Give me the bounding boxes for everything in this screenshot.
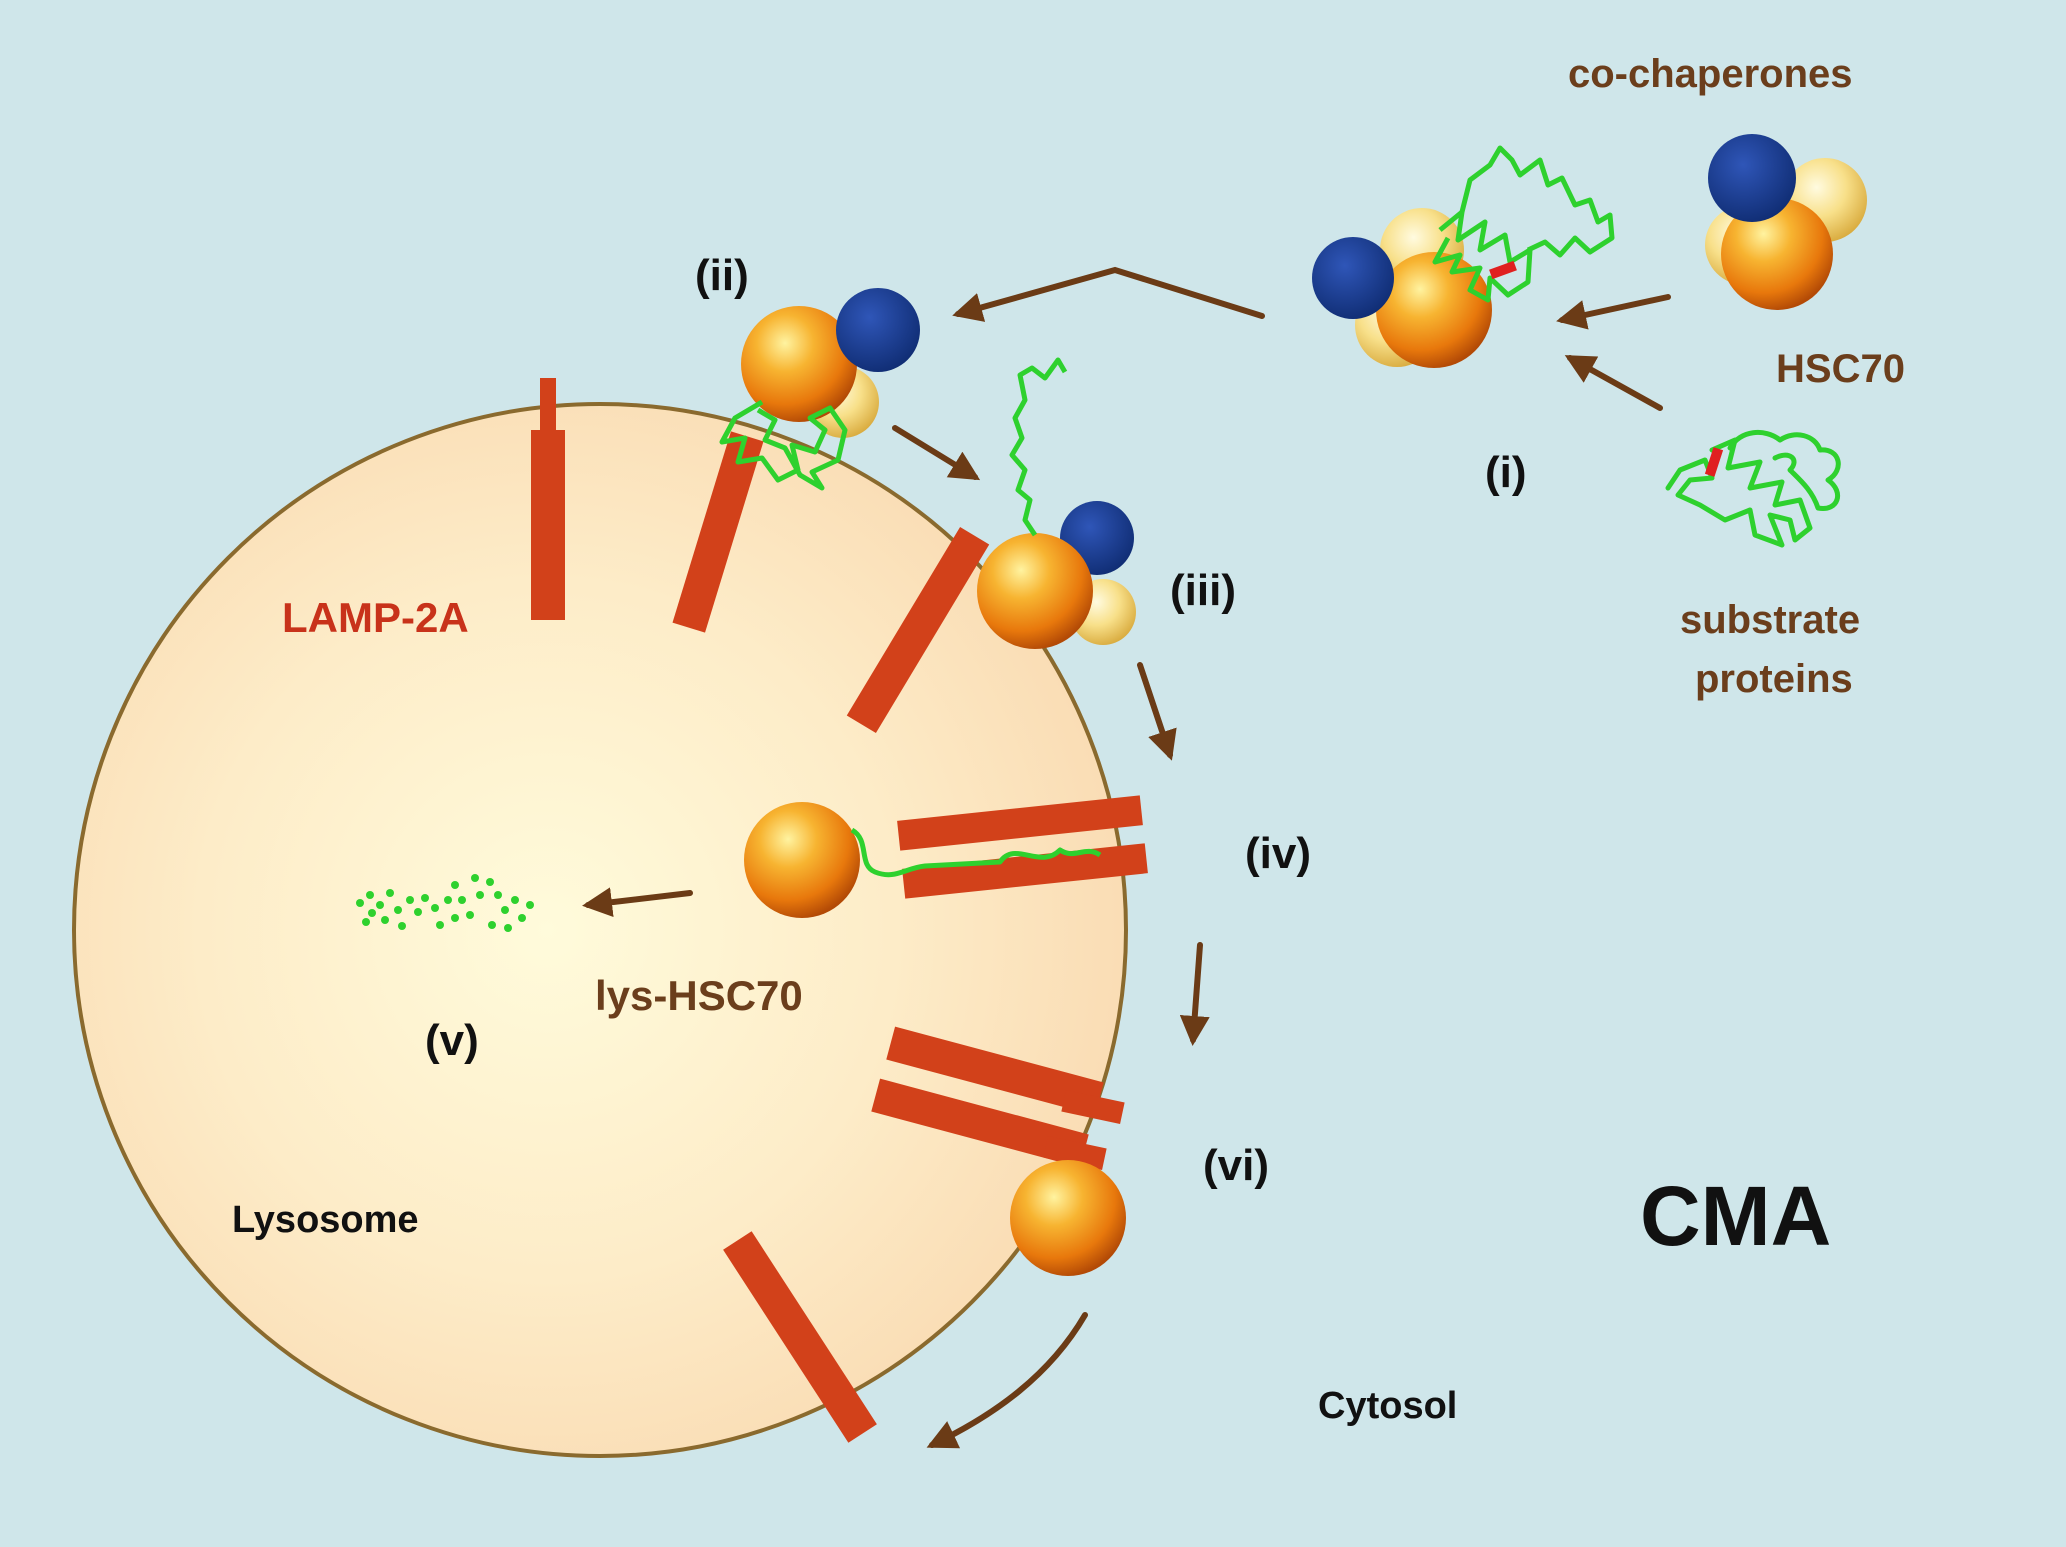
co-chaperones-label: co-chaperones <box>1568 52 1853 96</box>
arrow-vi-recycle <box>926 1312 1088 1449</box>
step-ii-label: (ii) <box>695 251 749 300</box>
step-i-label: (i) <box>1485 448 1527 497</box>
step-v-label: (v) <box>425 1016 479 1065</box>
lamp2a-monomer-iii <box>846 526 990 734</box>
arrow-substrate-to-i <box>1564 355 1663 411</box>
lamp2a-label: LAMP-2A <box>282 594 469 641</box>
complex-ii <box>719 288 920 491</box>
step-iv-label: (iv) <box>1245 829 1311 878</box>
step-vi-label: (vi) <box>1203 1141 1269 1190</box>
lysosome <box>72 402 1128 1458</box>
substrate-label-line1: substrate <box>1680 598 1860 642</box>
complex-iii <box>977 357 1136 649</box>
lys-hsc70-vi <box>1010 1160 1126 1276</box>
arrow-iv-to-v <box>582 887 693 918</box>
cytosol-label: Cytosol <box>1318 1385 1457 1427</box>
arrow-ii-to-iii <box>892 425 981 481</box>
lamp2a-disassembling-vi <box>871 1026 1125 1170</box>
substrate-label-line2: proteins <box>1695 657 1853 701</box>
complex-i <box>1312 145 1615 368</box>
arrows <box>582 266 1671 1449</box>
hsc70-translocation-iv <box>744 802 1102 918</box>
lamp2a-monomer-vertical <box>531 378 565 620</box>
arrow-iii-to-iv <box>1137 662 1177 761</box>
lys-hsc70-label: lys-HSC70 <box>595 972 803 1019</box>
arrow-i-to-ii <box>952 266 1265 322</box>
hsc70-label: HSC70 <box>1776 347 1905 391</box>
lamp2a-monomer-ii <box>672 431 764 633</box>
kferq-motif <box>1704 447 1724 477</box>
degraded-substrate <box>356 874 534 932</box>
lysosome-label: Lysosome <box>232 1199 419 1241</box>
arrow-hsc70-to-i <box>1556 294 1671 330</box>
hsc70-co-chaperone-complex <box>1705 134 1867 310</box>
step-iii-label: (iii) <box>1170 566 1236 615</box>
lamp2a-multimer-iv <box>897 795 1148 899</box>
arrow-iv-to-vi <box>1179 942 1210 1046</box>
lamp2a-monomer-bottom <box>723 1231 877 1443</box>
cma-label: CMA <box>1640 1169 1831 1263</box>
substrate-protein <box>1665 429 1841 548</box>
